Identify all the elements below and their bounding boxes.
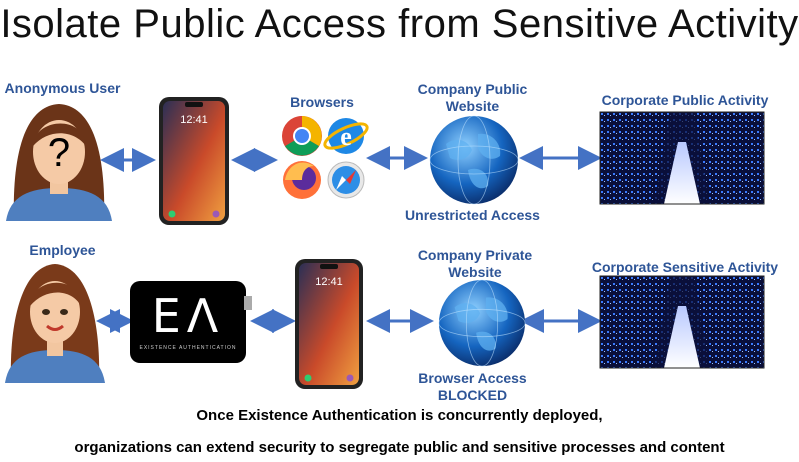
- browsers-icon-group: e: [282, 116, 369, 199]
- phone-icon-row2: 12:41: [294, 258, 364, 390]
- svg-text:e: e: [340, 122, 352, 151]
- footer-line-1: Once Existence Authentication is concurr…: [196, 407, 603, 424]
- question-mark-icon: ?: [48, 131, 70, 175]
- page-title: Isolate Public Access from Sensitive Act…: [0, 2, 799, 46]
- browser-blocked-label: Browser Access BLOCKED: [405, 370, 540, 404]
- browser-blocked-label-line2: BLOCKED: [437, 387, 508, 403]
- ea-logo-caption: EXISTENCE AUTHENTICATION: [139, 345, 237, 351]
- footer-line-2: organizations can extend security to seg…: [74, 439, 725, 456]
- private-website-label-line1: Company Private: [417, 247, 533, 263]
- employee-avatar: [5, 264, 105, 383]
- ea-logo-letters: EΛ: [151, 289, 225, 343]
- sensitive-activity-label: Corporate Sensitive Activity: [591, 259, 779, 275]
- private-website-label-line2: Website: [448, 264, 502, 280]
- internet-explorer-icon: e: [323, 118, 369, 154]
- ea-logo: EΛ EXISTENCE AUTHENTICATION: [130, 281, 246, 363]
- globe-icon-public: [429, 115, 519, 205]
- public-activity-label: Corporate Public Activity: [601, 92, 769, 108]
- anonymous-user-label: Anonymous User: [4, 80, 121, 96]
- public-website-label-line2: Website: [445, 98, 500, 114]
- phone-icon-row1: 12:41: [158, 96, 230, 226]
- private-website-label: Company Private Website: [400, 247, 550, 281]
- usb-connector: [244, 296, 252, 310]
- safari-icon: [327, 161, 365, 199]
- phone-time-row1: 12:41: [180, 114, 208, 126]
- public-website-label-line1: Company Public: [417, 81, 528, 97]
- employee-label: Employee: [29, 242, 96, 258]
- unrestricted-access-label: Unrestricted Access: [405, 207, 540, 223]
- anonymous-user-avatar: ?: [6, 104, 112, 221]
- server-room-icon-public: [599, 111, 765, 205]
- firefox-icon: [283, 161, 321, 199]
- browser-blocked-label-line1: Browser Access: [418, 370, 527, 386]
- phone-time-row2: 12:41: [315, 276, 343, 288]
- chrome-icon: [282, 116, 322, 156]
- globe-icon-private: [438, 279, 526, 367]
- browsers-label: Browsers: [290, 94, 354, 110]
- server-room-icon-sensitive: [599, 275, 765, 369]
- public-website-label: Company Public Website: [400, 81, 545, 115]
